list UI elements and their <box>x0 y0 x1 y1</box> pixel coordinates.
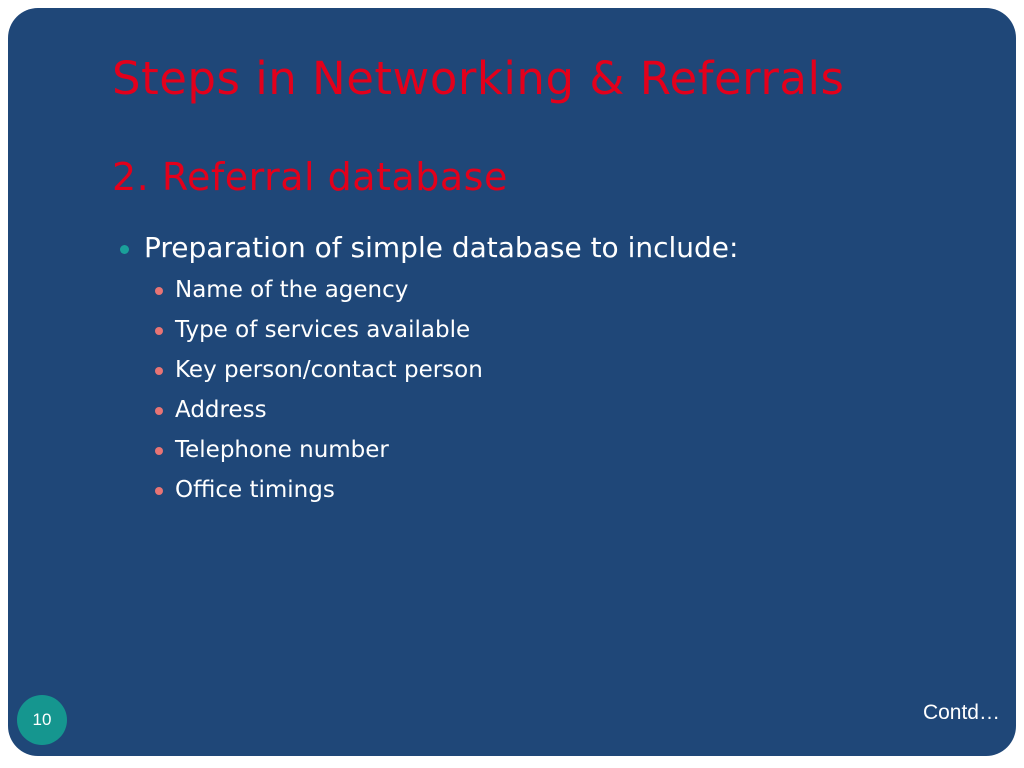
sub-bullet-text: Key person/contact person <box>175 357 483 383</box>
bullet-dot-icon <box>120 245 129 254</box>
slide-subtitle: 2. Referral database <box>112 155 508 199</box>
sub-bullet-item: Address <box>118 390 738 430</box>
sub-bullet-list: Name of the agency Type of services avai… <box>118 270 738 510</box>
sub-bullet-group: Name of the agency Type of services avai… <box>118 270 738 510</box>
slide: Steps in Networking & Referrals 2. Refer… <box>8 8 1016 756</box>
sub-bullet-item: Name of the agency <box>118 270 738 310</box>
sub-bullet-item: Office timings <box>118 470 738 510</box>
sub-bullet-dot-icon <box>155 287 163 295</box>
sub-bullet-dot-icon <box>155 447 163 455</box>
sub-bullet-item: Type of services available <box>118 310 738 350</box>
sub-bullet-text: Type of services available <box>175 317 471 343</box>
sub-bullet-dot-icon <box>155 407 163 415</box>
sub-bullet-item: Key person/contact person <box>118 350 738 390</box>
sub-bullet-text: Address <box>175 397 267 423</box>
sub-bullet-dot-icon <box>155 367 163 375</box>
sub-bullet-text: Office timings <box>175 477 335 503</box>
bullet-text: Preparation of simple database to includ… <box>144 231 739 264</box>
sub-bullet-dot-icon <box>155 487 163 495</box>
continued-note: Contd… <box>922 701 1000 724</box>
sub-bullet-text: Name of the agency <box>175 277 409 303</box>
slide-title: Steps in Networking & Referrals <box>112 52 845 105</box>
sub-bullet-text: Telephone number <box>175 437 389 463</box>
page-number-badge: 10 <box>17 695 67 745</box>
bullet-item: Preparation of simple database to includ… <box>118 230 738 270</box>
sub-bullet-dot-icon <box>155 327 163 335</box>
sub-bullet-item: Telephone number <box>118 430 738 470</box>
bullet-list: Preparation of simple database to includ… <box>118 230 738 510</box>
